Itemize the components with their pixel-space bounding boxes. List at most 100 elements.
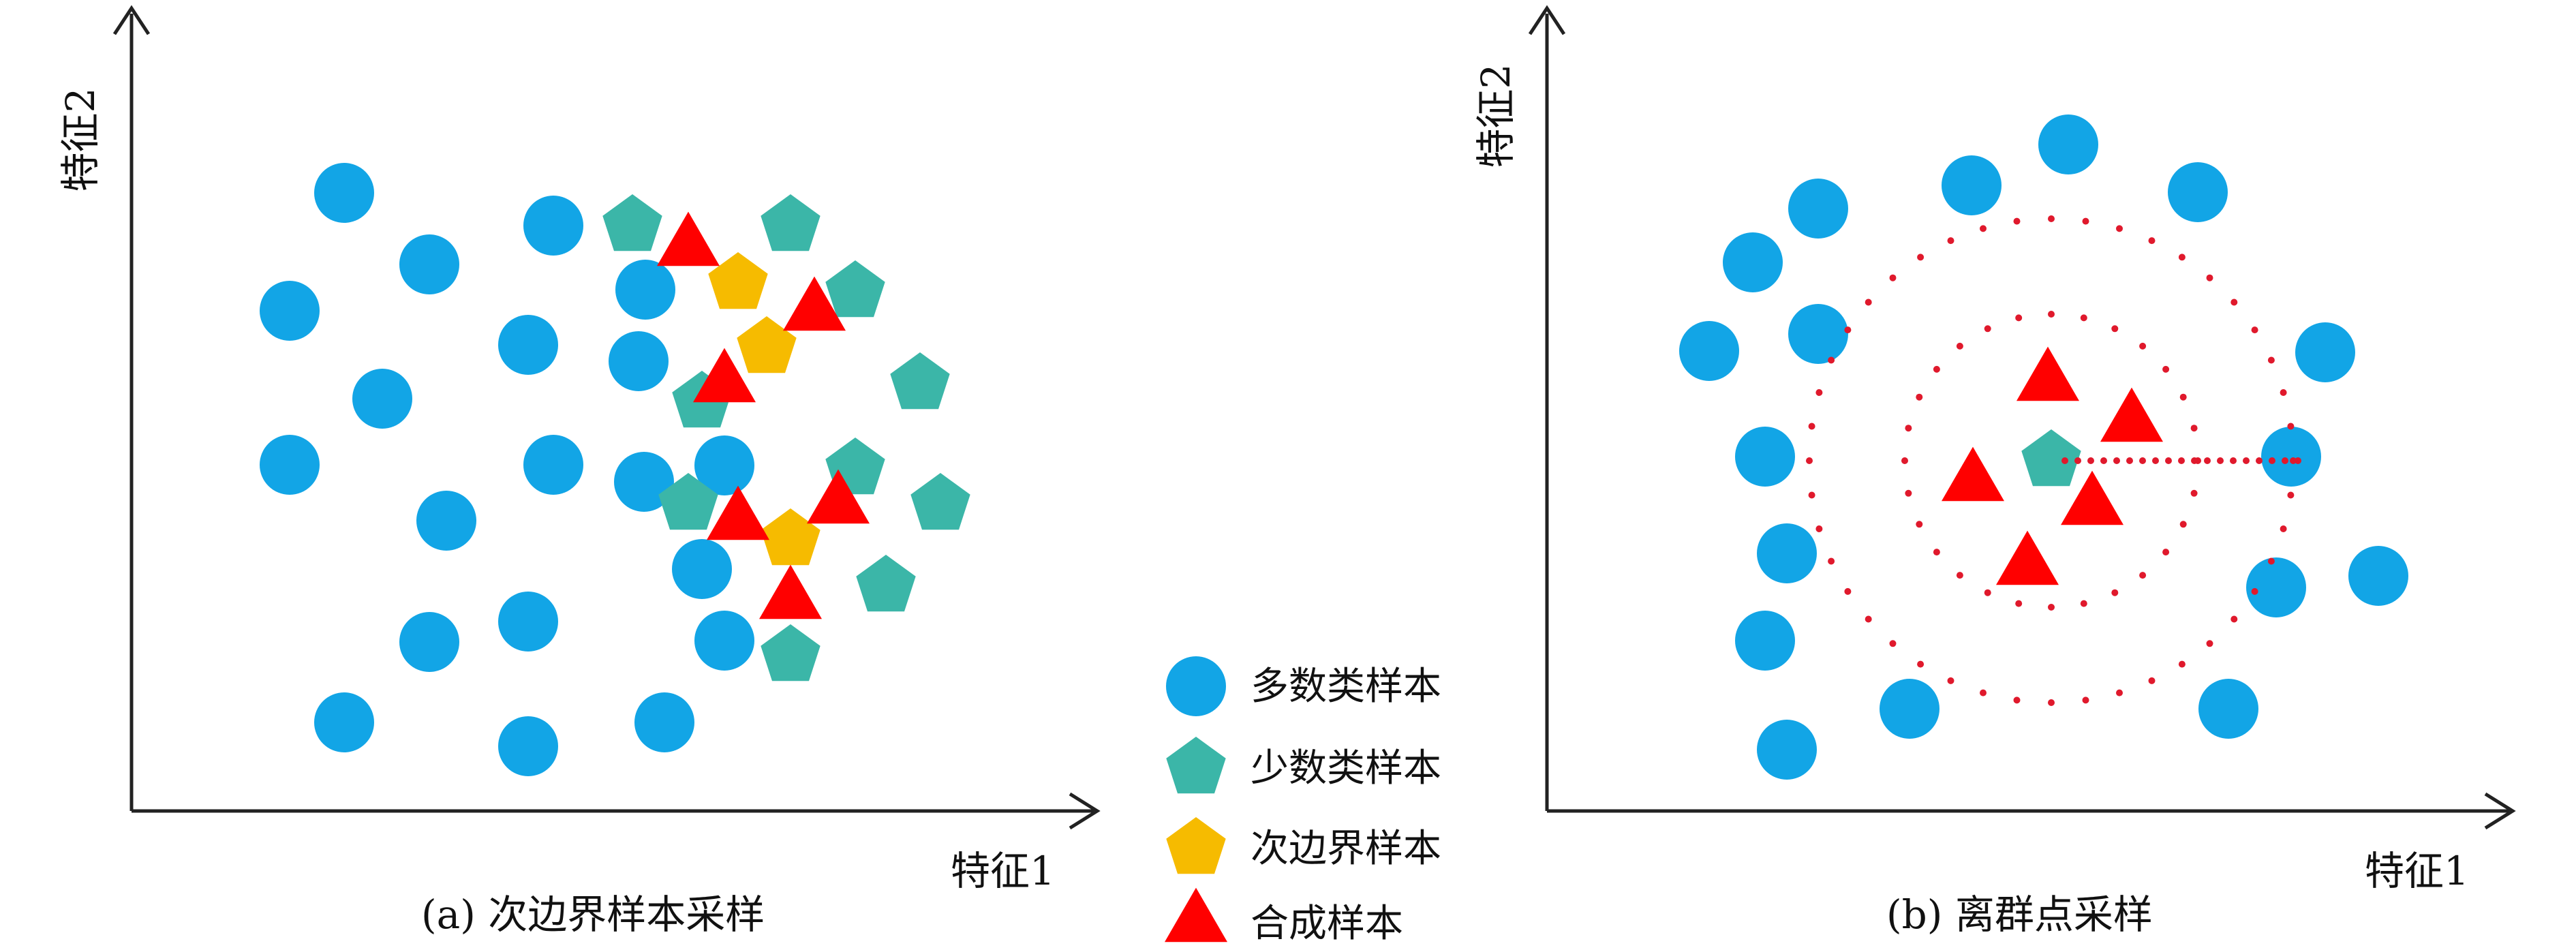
majority-sample-dot <box>1788 304 1848 364</box>
minority-sample-pentagon <box>856 555 916 612</box>
majority-sample-dot <box>2198 679 2258 739</box>
majority-sample-dot <box>694 611 754 671</box>
legend-majority-marker <box>1166 656 1226 716</box>
inner-neighborhood-dot <box>1905 425 1912 432</box>
inner-neighborhood-dot <box>2190 489 2198 497</box>
outer-neighborhood-dot <box>1865 298 1872 306</box>
outer-neighborhood-dot <box>2048 699 2055 706</box>
legend-synthetic-label: 合成样本 <box>1251 902 1403 946</box>
minority-sample-pentagon <box>910 473 970 530</box>
majority-sample-dot <box>694 435 754 495</box>
radius-line-dot <box>2178 457 2185 464</box>
inner-neighborhood-dot <box>2179 521 2187 528</box>
outer-neighborhood-dot <box>1947 677 1954 684</box>
panel-a-caption: (a) 次边界样本采样 <box>421 891 765 938</box>
outer-neighborhood-dot <box>2287 423 2295 430</box>
panel-b-axes <box>1528 5 2516 830</box>
inner-neighborhood-dot <box>2015 314 2023 322</box>
inner-neighborhood-dot <box>1984 325 1991 333</box>
majority-sample-dot <box>399 234 459 294</box>
inner-neighborhood-dot <box>2111 589 2119 596</box>
legend-synthetic-marker <box>1165 887 1227 943</box>
majority-sample-dot <box>314 163 374 223</box>
outer-neighborhood-dot <box>2013 696 2021 704</box>
outer-neighborhood-dot <box>2082 217 2089 225</box>
inner-neighborhood-dot <box>1956 342 1963 350</box>
outer-neighborhood-dot <box>2230 615 2238 623</box>
outer-neighborhood-dot <box>2148 237 2156 245</box>
legend-sub-border-marker <box>1166 817 1226 874</box>
legend-minority-marker <box>1166 737 1226 794</box>
majority-sample-dot <box>1788 179 1848 239</box>
outer-neighborhood-dot <box>2267 356 2275 364</box>
panel-b-x-axis-label: 特征1 <box>2365 848 2469 894</box>
majority-sample-dot <box>2348 546 2408 606</box>
outer-neighborhood-dot <box>1808 423 1815 430</box>
majority-sample-dot <box>498 716 558 776</box>
minority-sample-pentagon <box>761 624 821 681</box>
synthetic-sample-triangle <box>759 564 822 619</box>
radius-line-dot <box>2126 457 2133 464</box>
outer-neighborhood-dot <box>1828 356 1835 364</box>
outer-neighborhood-dot <box>1865 615 1872 623</box>
majority-sample-dot <box>615 260 675 320</box>
inner-neighborhood-dot <box>1933 549 1940 556</box>
radius-line-dot <box>2217 457 2224 464</box>
radius-line-dot <box>2061 457 2068 464</box>
inner-neighborhood-dot <box>2139 342 2147 350</box>
outer-neighborhood-dot <box>1815 389 1823 396</box>
outer-neighborhood-dot <box>1889 274 1897 281</box>
outer-neighborhood-dot <box>2082 696 2089 704</box>
inner-neighborhood-dot <box>2162 549 2170 556</box>
minority-sample-pentagon <box>890 352 950 410</box>
radius-line-dot <box>2139 457 2146 464</box>
outer-neighborhood-dot <box>2251 587 2258 595</box>
outer-neighborhood-dot <box>2280 389 2287 396</box>
diagram-marks <box>260 114 2408 943</box>
outer-neighborhood-dot <box>2267 557 2275 565</box>
panel-a-y-axis-label: 特征2 <box>57 88 104 192</box>
majority-sample-dot <box>1735 611 1795 671</box>
outer-neighborhood-dot <box>2116 689 2123 696</box>
majority-sample-dot <box>1757 720 1817 780</box>
sub-border-sample-pentagon <box>737 316 797 373</box>
majority-sample-dot <box>614 452 674 512</box>
outer-neighborhood-dot <box>2206 640 2213 647</box>
synthetic-sample-triangle <box>2100 387 2163 442</box>
panel-b-caption: (b) 离群点采样 <box>1886 891 2153 938</box>
inner-neighborhood-dot <box>2190 425 2198 432</box>
outer-neighborhood-dot <box>1980 225 1987 232</box>
radius-line-dot <box>2282 457 2288 464</box>
majority-sample-dot <box>2038 114 2098 174</box>
inner-neighborhood-dot <box>1916 393 1923 401</box>
majority-sample-dot <box>1757 523 1817 583</box>
minority-sample-pentagon <box>761 194 821 251</box>
majority-sample-dot <box>523 196 583 256</box>
outer-neighborhood-dot <box>2287 491 2295 499</box>
panel-a-x-axis-label: 特征1 <box>951 848 1055 894</box>
majority-sample-dot <box>498 592 558 652</box>
legend-minority-label: 少数类样本 <box>1251 746 1441 791</box>
radius-line-dot <box>2230 457 2237 464</box>
inner-neighborhood-dot <box>1916 521 1923 528</box>
minority-sample-pentagon <box>825 260 885 318</box>
majority-sample-dot <box>260 435 320 495</box>
outer-neighborhood-dot <box>1815 525 1823 532</box>
outer-neighborhood-dot <box>2048 215 2055 222</box>
majority-sample-dot <box>314 692 374 752</box>
majority-sample-dot <box>2295 322 2355 382</box>
outer-neighborhood-dot <box>1844 587 1852 595</box>
outer-neighborhood-dot <box>1828 557 1835 565</box>
inner-neighborhood-dot <box>2162 365 2170 373</box>
majority-sample-dot <box>416 491 476 551</box>
outer-neighborhood-dot <box>1947 237 1954 245</box>
radius-line-dot <box>2256 457 2263 464</box>
synthetic-sample-triangle <box>807 469 870 524</box>
inner-neighborhood-dot <box>1905 489 1912 497</box>
synthetic-sample-triangle <box>2061 470 2123 525</box>
panel-a-axes <box>112 5 1101 830</box>
outer-neighborhood-dot <box>2178 254 2186 261</box>
legend-majority-label: 多数类样本 <box>1251 664 1441 709</box>
radius-line-dot <box>2269 457 2275 464</box>
